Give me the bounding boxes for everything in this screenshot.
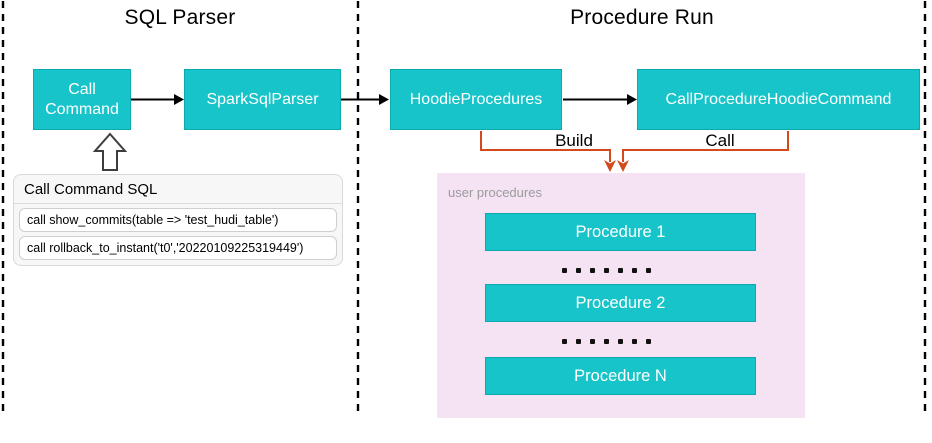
dot xyxy=(576,267,581,273)
node-spark-sql-parser: SparkSqlParser xyxy=(184,69,341,130)
sql-statement: call show_commits(table => 'test_hudi_ta… xyxy=(19,208,337,232)
sql-statement-list: call show_commits(table => 'test_hudi_ta… xyxy=(14,204,342,265)
dot xyxy=(646,338,651,344)
node-procedure-1: Procedure 1 xyxy=(485,213,756,251)
dot xyxy=(562,267,567,273)
dot xyxy=(590,338,595,344)
dot xyxy=(632,267,637,273)
node-hoodie-procedures: HoodieProcedures xyxy=(390,69,562,130)
sql-statement: call rollback_to_instant('t0','202201092… xyxy=(19,236,337,260)
dot xyxy=(632,338,637,344)
dot xyxy=(590,267,595,273)
edge-label-build: Build xyxy=(555,131,593,150)
section-title-sql-parser: SQL Parser xyxy=(124,6,236,29)
user-procedures-label: user procedures xyxy=(448,185,542,200)
call-command-sql-panel: Call Command SQL call show_commits(table… xyxy=(13,174,343,266)
ellipsis-dots xyxy=(471,265,742,275)
sql-panel-header: Call Command SQL xyxy=(14,175,342,204)
dot xyxy=(576,338,581,344)
ellipsis-dots xyxy=(471,336,742,346)
node-call-command: Call Command xyxy=(33,69,131,130)
dot xyxy=(618,338,623,344)
dot xyxy=(604,338,609,344)
dot xyxy=(604,267,609,273)
arrow-hoodieprocedures-to-callprocedurehoodiecommand xyxy=(563,94,637,105)
user-procedures-container: user procedures Procedure 1 Procedure 2 … xyxy=(437,173,805,418)
node-procedure-2: Procedure 2 xyxy=(485,284,756,322)
arrow-sparksqlparser-to-hoodieprocedures xyxy=(341,94,389,105)
hollow-up-arrow xyxy=(92,132,128,171)
dot xyxy=(562,338,567,344)
arrow-callcommand-to-sparksqlparser xyxy=(131,94,184,105)
dot xyxy=(618,267,623,273)
node-procedure-n: Procedure N xyxy=(485,357,756,395)
section-title-procedure-run: Procedure Run xyxy=(570,6,714,29)
dot xyxy=(646,267,651,273)
node-call-procedure-hoodie-command: CallProcedureHoodieCommand xyxy=(637,69,920,130)
edge-label-call: Call xyxy=(705,131,735,150)
